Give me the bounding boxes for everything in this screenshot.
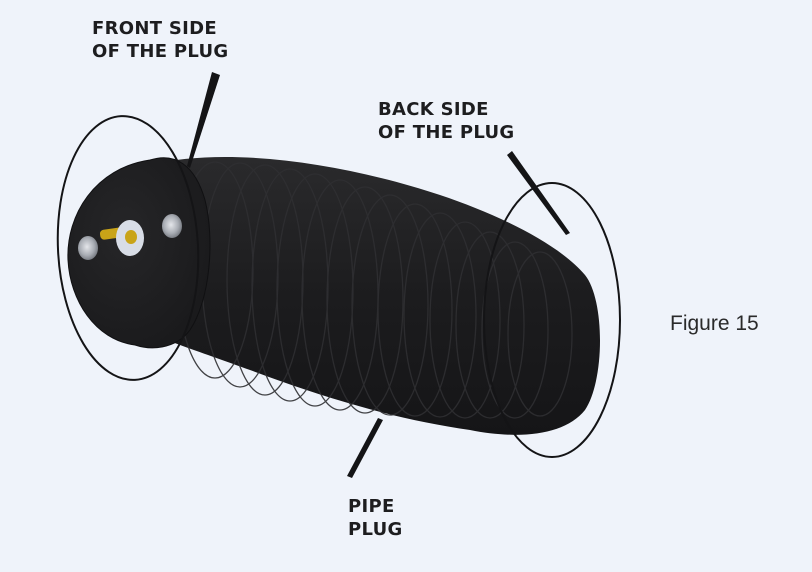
front-label-line2: OF THE PLUG (92, 41, 229, 62)
back-pointer (507, 151, 570, 235)
back-label-line1: BACK SIDE (378, 99, 489, 120)
front-label-line1: FRONT SIDE (92, 18, 217, 39)
front-side-ellipse (56, 115, 200, 381)
front-face (67, 157, 211, 349)
front-pointer (187, 72, 220, 168)
figure-caption: Figure 15 (670, 312, 759, 335)
pipe-label-line2: PLUG (348, 519, 403, 540)
back-label-line2: OF THE PLUG (378, 122, 515, 143)
plug-body (120, 156, 600, 435)
bolt-left (78, 236, 98, 260)
bolt-right (162, 214, 182, 238)
front-side-label: FRONT SIDE OF THE PLUG (92, 17, 228, 63)
pipe-pointer (347, 418, 383, 478)
pipe-label-line1: PIPE (348, 496, 395, 517)
back-side-ellipse (483, 182, 621, 458)
pipe-plug-label: PIPE PLUG (348, 495, 403, 541)
back-side-label: BACK SIDE OF THE PLUG (378, 98, 514, 144)
